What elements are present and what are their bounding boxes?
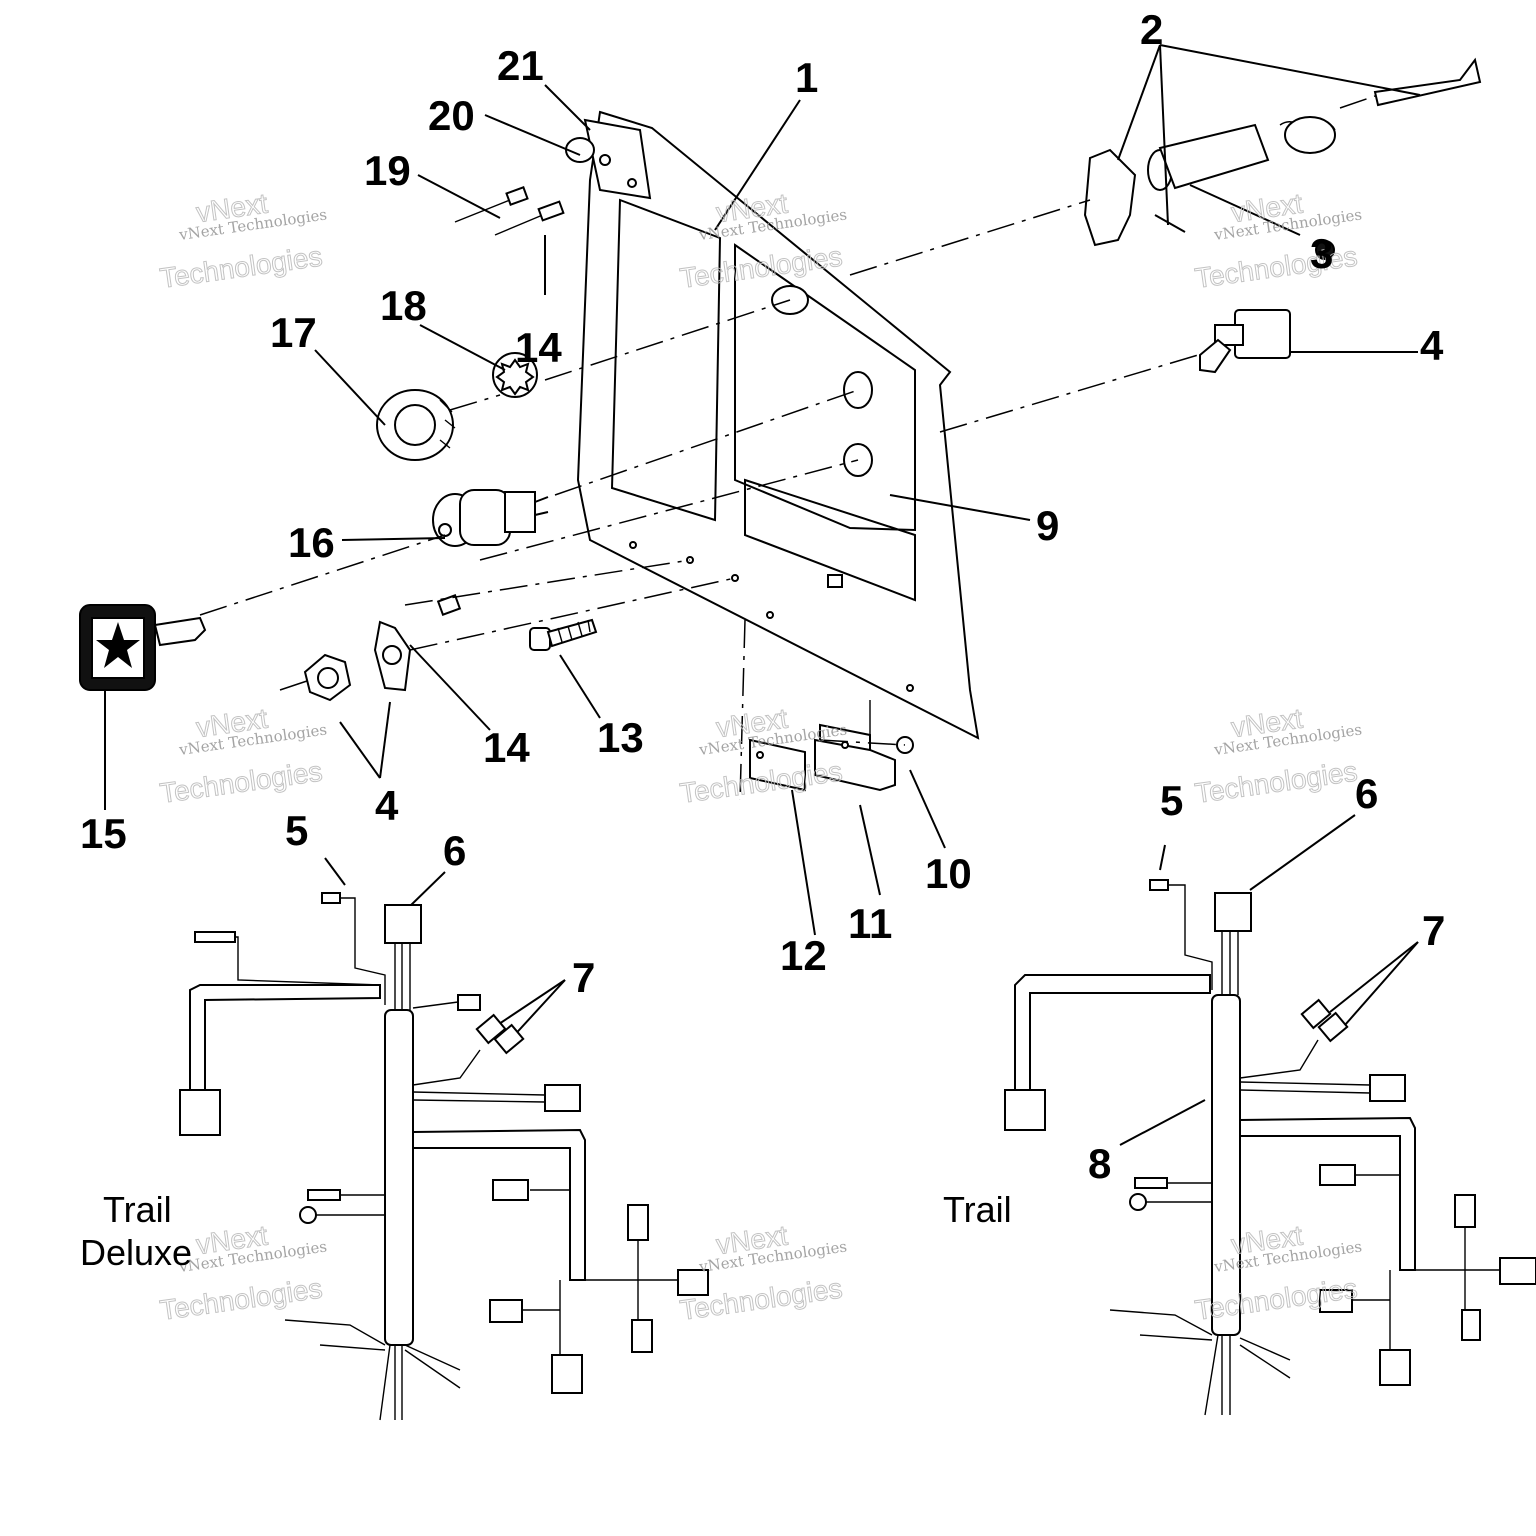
callout-7-left: 7 <box>572 954 595 1001</box>
callout-2: 2 <box>1140 6 1163 53</box>
ignition-switch <box>432 489 549 547</box>
callout-14-lower: 14 <box>483 724 530 771</box>
lamp-socket-bracket <box>565 118 652 200</box>
watermark-outline: Technologies <box>158 1273 324 1326</box>
callout-14-upper: 14 <box>515 324 562 371</box>
latch-assembly <box>1083 57 1482 260</box>
callout-17: 17 <box>270 309 317 356</box>
callout-15: 15 <box>80 810 127 857</box>
dash-panel <box>576 110 980 740</box>
callout-1: 1 <box>795 54 818 101</box>
callout-21: 21 <box>497 42 544 89</box>
callout-12: 12 <box>780 932 827 979</box>
callout-5-right: 5 <box>1160 777 1183 824</box>
mounting-screw <box>529 618 598 651</box>
variant-label-trail-deluxe-line1: Trail <box>103 1189 172 1230</box>
callout-4-lower: 4 <box>375 782 399 829</box>
callout-9: 9 <box>1036 502 1059 549</box>
backing-plates <box>749 723 914 792</box>
toggle-switch <box>1199 309 1291 374</box>
callout-6-left: 6 <box>443 827 466 874</box>
harness-trail <box>1004 879 1536 1416</box>
callout-3: 3 <box>1310 230 1333 277</box>
watermark-outline: Technologies <box>158 241 324 294</box>
callout-16: 16 <box>288 519 335 566</box>
leader-lines <box>104 44 1421 1146</box>
callout-19: 19 <box>364 147 411 194</box>
variant-labels: Trail Deluxe Trail <box>80 1189 1012 1273</box>
callout-7-right: 7 <box>1422 907 1445 954</box>
variant-label-trail: Trail <box>943 1189 1012 1230</box>
watermark-outline: Technologies <box>1193 756 1359 809</box>
callout-6-right: 6 <box>1355 770 1378 817</box>
lower-bulb <box>436 594 462 616</box>
harness-trail-deluxe <box>179 892 709 1421</box>
watermark-outline: Technologies <box>1193 241 1359 294</box>
watermark-outline: Technologies <box>158 756 324 809</box>
callout-labels: 1 2 3 4 4 5 5 6 6 7 7 8 9 10 11 12 13 14… <box>80 6 1445 1187</box>
assembly-lines <box>199 95 1376 801</box>
ignition-key <box>79 604 207 691</box>
knurled-nut <box>376 389 456 461</box>
star-lock-washer <box>492 352 538 398</box>
callout-11: 11 <box>848 900 892 947</box>
callout-4-upper: 4 <box>1420 322 1444 369</box>
callout-5-left: 5 <box>285 807 308 854</box>
callout-10: 10 <box>925 850 972 897</box>
callout-8: 8 <box>1088 1140 1111 1187</box>
indicator-bulbs <box>454 186 565 236</box>
callout-20: 20 <box>428 92 475 139</box>
switch-nut-and-bracket <box>303 620 412 702</box>
variant-label-trail-deluxe-line2: Deluxe <box>80 1232 192 1273</box>
callout-18: 18 <box>380 282 427 329</box>
callout-13: 13 <box>597 714 644 761</box>
